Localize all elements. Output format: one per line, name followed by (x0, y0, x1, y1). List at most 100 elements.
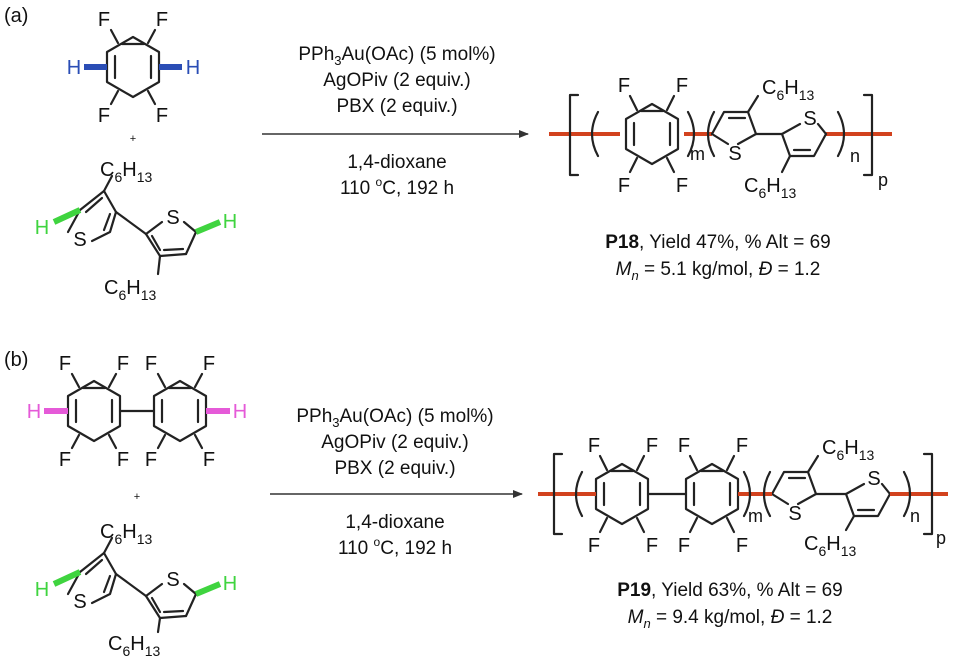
thiophene-bond (144, 220, 164, 236)
fluorine-atom: F (98, 105, 110, 127)
paren-n-right (902, 470, 912, 518)
paren-m-left (574, 470, 584, 518)
c-f-bond (725, 454, 736, 472)
repeat-index-n: n (910, 506, 920, 526)
sulfur-atom: S (867, 468, 880, 490)
c-f-bond (688, 454, 699, 472)
hexyl-group-label: C6H13 (100, 521, 152, 547)
yield-line: P18, Yield 47%, % Alt = 69 (605, 232, 831, 253)
hexyl-bond (156, 616, 162, 634)
molecular-weight-line: Mn = 9.4 kg/mol, Đ = 1.2 (628, 607, 833, 631)
aromatic-bond (150, 596, 162, 614)
hydrogen-atom: H (223, 211, 237, 233)
plus-sign: + (130, 133, 136, 145)
panel-b: (b) F F F F F F (4, 349, 948, 659)
additive-label: AgOPiv (2 equiv.) (321, 432, 468, 453)
solvent-label: 1,4-dioxane (345, 512, 444, 533)
panel-a-label: (a) (4, 5, 28, 27)
aromatic-bond (102, 574, 112, 594)
polymer-p18: F F F F m S C6H13 S C6H13 n p (549, 75, 892, 201)
hexyl-bond (102, 536, 114, 555)
aromatic-bond (84, 196, 104, 214)
fluorine-atom: F (156, 9, 168, 31)
sulfur-atom: S (788, 503, 801, 525)
fluorine-atom: F (59, 353, 71, 375)
fluorine-atom: F (98, 9, 110, 31)
thiophene-bond (90, 572, 118, 605)
fluorine-atom: F (59, 449, 71, 471)
fluorine-atom: F (678, 435, 690, 457)
c-h-bond-highlight (194, 219, 222, 235)
c-f-bond (628, 156, 639, 174)
repeat-index-p: p (878, 170, 888, 190)
hexyl-bond (746, 94, 760, 114)
fluorine-atom: F (736, 535, 748, 557)
fluorine-atom: F (203, 449, 215, 471)
fluorine-atom: F (736, 435, 748, 457)
fluorine-atom: F (117, 353, 129, 375)
repeat-index-n: n (850, 146, 860, 166)
paren-m-right (742, 470, 752, 518)
c-f-bond (725, 516, 736, 534)
hydrogen-atom: H (186, 57, 200, 79)
biaryl-bond (114, 210, 148, 236)
hydrogen-atom: H (233, 401, 247, 423)
c-h-bond-highlight (52, 207, 82, 225)
benzene-ring (66, 379, 122, 443)
bracket-right (922, 452, 934, 536)
thiophene-bond (90, 210, 118, 243)
benzene-ring (684, 462, 740, 526)
fluorine-atom: F (646, 435, 658, 457)
benzene-ring (105, 35, 161, 99)
c-f-bond (146, 89, 157, 106)
hexyl-group-label: C6H13 (744, 175, 796, 201)
fluorine-atom: F (618, 75, 630, 97)
c-f-bond (107, 433, 118, 450)
c-f-bond (156, 372, 167, 389)
thiophene-ring (844, 492, 892, 518)
fluorine-atom: F (618, 175, 630, 197)
paren-m-right (686, 110, 696, 158)
hexyl-bond (780, 154, 792, 174)
hexyl-bond (844, 514, 856, 532)
hexyl-group-label: C6H13 (804, 533, 856, 559)
fluorine-atom: F (676, 75, 688, 97)
octafluorobiphenyl: F F F F F F F F H H (27, 353, 247, 471)
c-f-bond (70, 433, 81, 450)
aromatic-bond (162, 247, 185, 252)
biaryl-bond (114, 572, 148, 598)
c-f-bond (193, 433, 204, 450)
thiophene-bond (880, 482, 892, 496)
hexyl-bond (156, 254, 162, 276)
c-f-bond (665, 156, 676, 174)
tetrafluorobenzene: F F F F H H (67, 9, 200, 127)
dihexyl-bithiophene: S S H H C6H13 C6H13 (35, 159, 237, 303)
hexyl-group-label: C6H13 (762, 77, 814, 103)
sulfur-atom: S (728, 143, 741, 165)
c-f-bond (628, 94, 639, 112)
paren-n-left (706, 110, 716, 158)
sulfur-atom: S (166, 569, 179, 591)
panel-b-label: (b) (4, 349, 28, 371)
benzene-ring (594, 462, 650, 526)
dihexyl-bithiophene: S S H H C6H13 C6H13 (35, 521, 237, 659)
fluorine-atom: F (145, 449, 157, 471)
polymer-p19: F F F F F F F F m S C6H13 S C6 (538, 435, 948, 559)
repeat-index-m: m (690, 144, 705, 164)
fluorine-atom: F (117, 449, 129, 471)
fluorine-atom: F (203, 353, 215, 375)
thiophene-bond (780, 122, 802, 136)
catalyst-label: PPh3Au(OAc) (5 mol%) (298, 44, 495, 68)
fluorine-atom: F (678, 535, 690, 557)
sulfur-atom: S (803, 108, 816, 130)
thiophene-bond (144, 582, 164, 598)
aromatic-bond (84, 558, 104, 576)
thiophene-bond (844, 482, 866, 496)
paren-m-left (590, 110, 600, 158)
hexyl-bond (102, 174, 114, 193)
c-f-bond (109, 28, 120, 45)
thiophene-bond (770, 492, 790, 506)
fluorine-atom: F (646, 535, 658, 557)
hydrogen-atom: H (35, 579, 49, 601)
